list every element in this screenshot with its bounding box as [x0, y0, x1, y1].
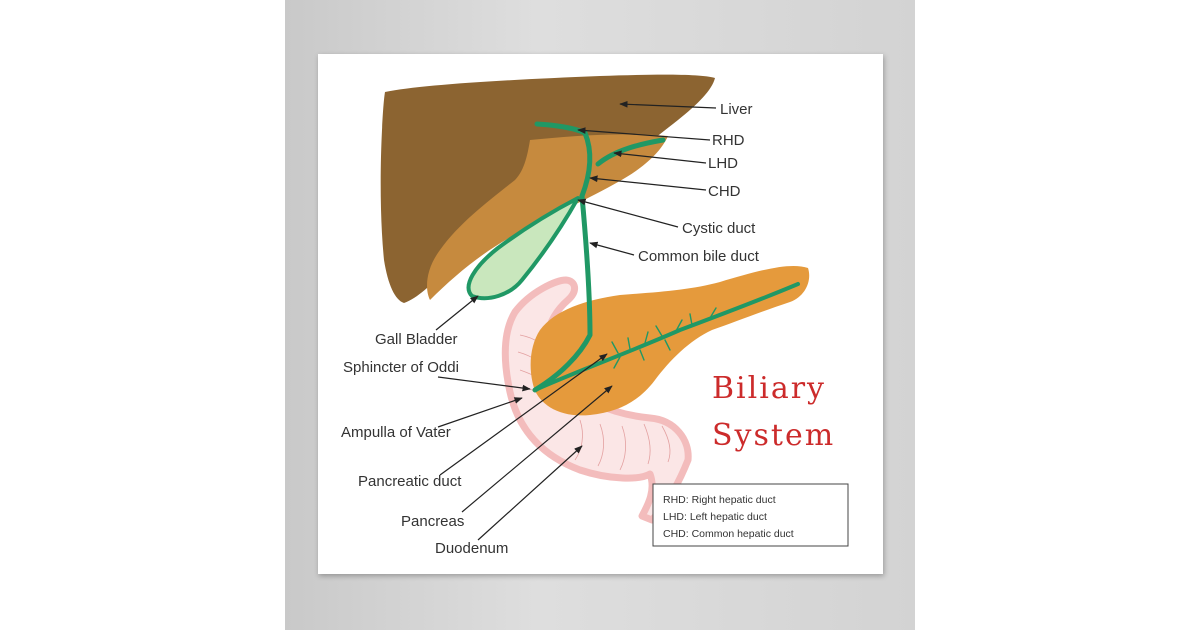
arrow-cystic-duct: [577, 198, 679, 228]
label-lhd: LHD: [708, 155, 738, 172]
legend-lhd: LHD: Left hepatic duct: [663, 511, 767, 523]
arrow-pancreas: [461, 385, 613, 513]
legend-chd: CHD: Common hepatic duct: [663, 528, 794, 540]
label-liver: Liver: [720, 101, 753, 118]
common-bile-duct: [532, 193, 593, 393]
pancreas-shape: [530, 265, 810, 416]
arrow-chd: [589, 175, 707, 191]
arrow-gall-bladder: [435, 295, 479, 331]
label-cystic-duct: Cystic duct: [682, 220, 756, 237]
leader-arrows: [435, 100, 717, 541]
arrow-pancreatic-duct: [439, 353, 608, 476]
arrow-lhd: [613, 150, 707, 164]
pancreatic-duct-line: [533, 282, 800, 392]
label-gall-bladder: Gall Bladder: [375, 331, 458, 348]
chd-duct: [579, 130, 593, 199]
label-common-bile-duct: Common bile duct: [638, 248, 760, 265]
label-duodenum: Duodenum: [435, 540, 508, 557]
arrow-rhd: [577, 127, 711, 141]
title-line-2: System: [712, 418, 835, 453]
legend-box: [652, 483, 849, 547]
arrow-common-bile-duct: [589, 241, 635, 256]
arrow-liver: [619, 100, 717, 109]
arrow-duodenum: [477, 445, 583, 541]
label-rhd: RHD: [712, 132, 745, 149]
lhd-duct: [595, 137, 666, 167]
legend-rhd: RHD: Right hepatic duct: [663, 494, 776, 506]
label-pancreatic-duct: Pancreatic duct: [358, 473, 462, 490]
label-chd: CHD: [708, 183, 741, 200]
label-ampulla-of-vater: Ampulla of Vater: [341, 424, 451, 441]
title-line-1: Biliary: [712, 371, 826, 406]
label-pancreas: Pancreas: [401, 513, 464, 530]
arrow-ampulla: [437, 397, 523, 428]
label-sphincter-of-oddi: Sphincter of Oddi: [343, 359, 459, 376]
arrow-sphincter: [437, 376, 531, 392]
duct-system: [532, 121, 800, 393]
